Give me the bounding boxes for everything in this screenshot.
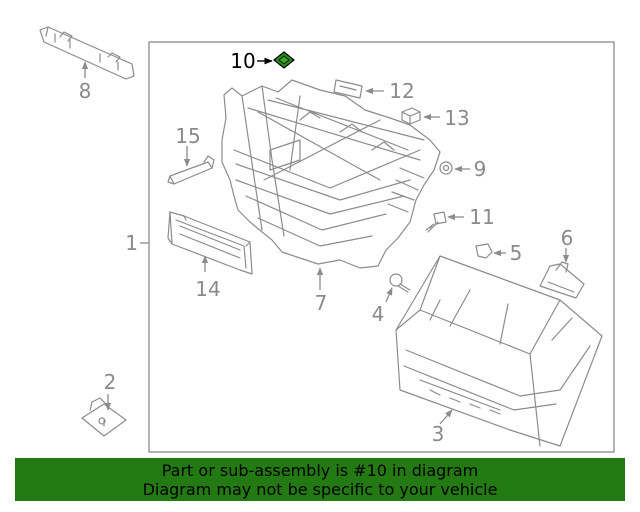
callout-14: 14: [195, 277, 220, 301]
part-13-clip[interactable]: [401, 107, 421, 125]
banner-line-1: Part or sub-assembly is #10 in diagram: [161, 461, 479, 480]
part-8-bracket[interactable]: [39, 26, 135, 80]
callout-4: 4: [372, 302, 385, 326]
callout-10: 10: [230, 49, 255, 73]
banner-line-2: Diagram may not be specific to your vehi…: [142, 480, 498, 499]
callout-7: 7: [315, 291, 328, 315]
callout-11: 11: [469, 205, 494, 229]
callout-8: 8: [79, 79, 92, 103]
part-12-label[interactable]: [333, 79, 363, 99]
callout-13: 13: [444, 106, 469, 130]
callout-5: 5: [510, 241, 523, 265]
part-7-housing[interactable]: [221, 79, 441, 269]
part-15-rod[interactable]: [167, 155, 215, 185]
part-3-bin[interactable]: [395, 255, 603, 447]
part-2-bracket[interactable]: [81, 397, 127, 437]
parts-diagram: 8 1 7 10 12 13 9: [39, 26, 615, 453]
callout-15: 15: [175, 124, 200, 148]
part-5-bumper[interactable]: [475, 243, 493, 259]
callout-6: 6: [561, 226, 574, 250]
part-10-clip[interactable]: [273, 51, 295, 69]
part-4-bolt[interactable]: [389, 273, 411, 293]
callout-2: 2: [104, 370, 117, 394]
callout-1: 1: [125, 231, 138, 255]
callout-9: 9: [474, 157, 487, 181]
part-6-latch[interactable]: [539, 261, 585, 299]
callout-3: 3: [432, 422, 445, 446]
info-banner: Part or sub-assembly is #10 in diagram D…: [15, 458, 625, 501]
part-9-grommet[interactable]: [439, 161, 453, 175]
part-11-screw[interactable]: [425, 211, 447, 233]
callout-12: 12: [389, 79, 414, 103]
part-14-panel[interactable]: [167, 211, 253, 275]
assembly-frame: [148, 41, 615, 453]
